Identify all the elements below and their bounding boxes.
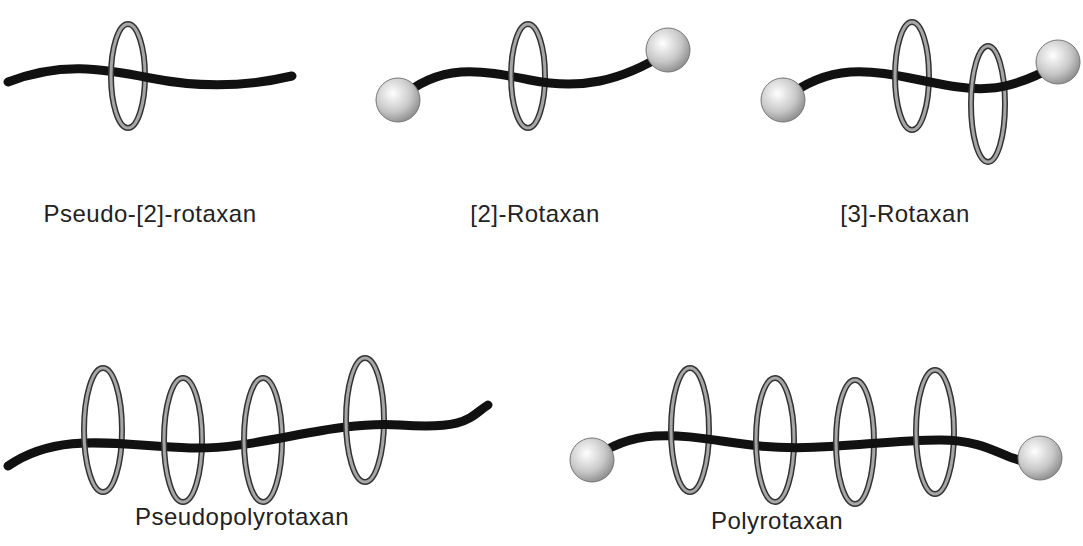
structure-label: [2]-Rotaxan <box>470 200 600 228</box>
stopper-ball <box>376 28 1080 482</box>
structure-label: [3]-Rotaxan <box>840 200 970 228</box>
structure-label: Pseudopolyrotaxan <box>135 503 349 531</box>
ring-front <box>84 22 988 504</box>
structure-label: Pseudo-[2]-rotaxan <box>43 200 256 228</box>
ring-back <box>103 22 1005 504</box>
structure-label: Polyrotaxan <box>711 507 843 535</box>
